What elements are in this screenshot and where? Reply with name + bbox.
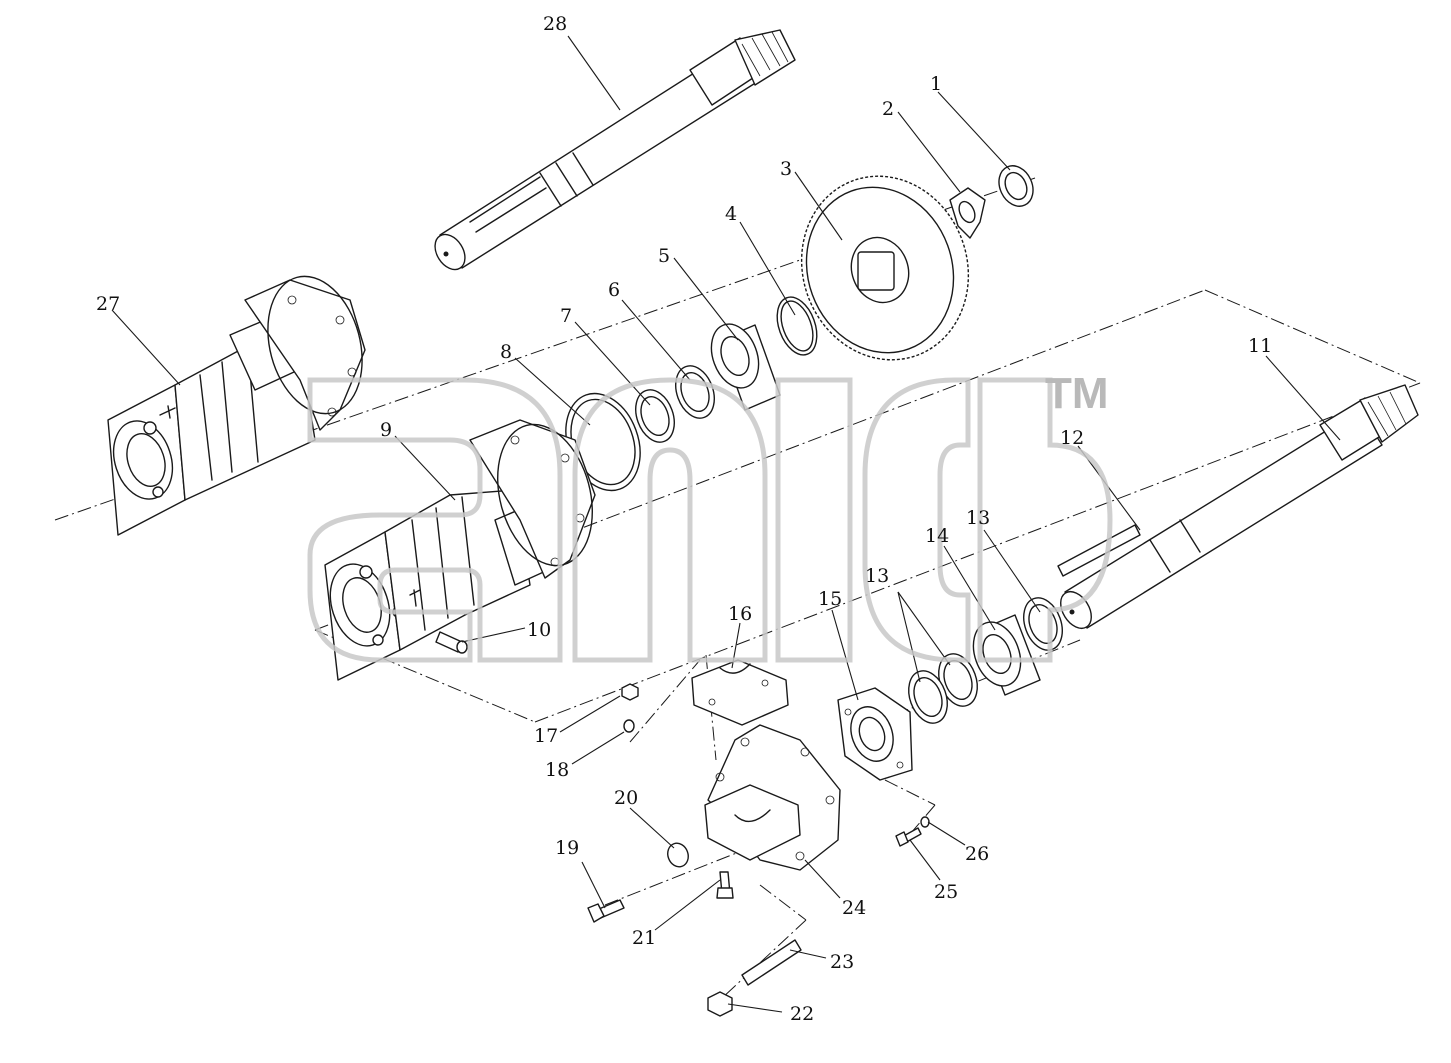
trademark-mark: TM (1045, 369, 1109, 418)
callout-20: 20 (614, 787, 638, 809)
callout-16: 16 (728, 603, 752, 625)
part-2-lock-washer (949, 187, 986, 239)
part-22-nut (707, 991, 733, 1017)
part-15-flange-bearing (837, 687, 913, 781)
housing-9 (324, 419, 596, 681)
part-5-bearing (710, 323, 781, 411)
callout-21: 21 (632, 927, 656, 949)
callout-labels: 1 2 3 4 5 6 7 8 9 10 11 12 13 13 14 15 1… (96, 13, 1272, 1025)
shaft-28 (434, 29, 796, 271)
callout-8: 8 (500, 341, 512, 363)
part-6-ring (675, 365, 715, 419)
part-25-bolt (895, 827, 922, 847)
part-4-circlip (776, 296, 818, 356)
part-20-washer (667, 842, 689, 868)
callout-23: 23 (830, 951, 854, 973)
callout-22: 22 (790, 1003, 814, 1025)
part-1-locknut (998, 165, 1034, 207)
part-14-bearing (972, 614, 1041, 696)
part-24-bracket (704, 724, 841, 871)
callout-2: 2 (882, 98, 894, 120)
housing-27 (107, 275, 366, 536)
callout-13a: 13 (966, 507, 990, 529)
callout-17: 17 (534, 725, 558, 747)
callout-26: 26 (965, 843, 989, 865)
part-13-ring-lower (908, 653, 978, 724)
callout-5: 5 (658, 245, 670, 267)
callout-7: 7 (560, 305, 572, 327)
part-7-ring (635, 389, 675, 443)
part-10-dowel-pin (435, 631, 468, 654)
callout-28: 28 (543, 13, 567, 35)
part-3-gear (800, 175, 970, 361)
callout-13b: 13 (865, 565, 889, 587)
callout-18: 18 (545, 759, 569, 781)
callout-10: 10 (527, 619, 551, 641)
part-19-bolt (587, 899, 625, 923)
callout-4: 4 (725, 203, 737, 225)
callout-12: 12 (1060, 427, 1084, 449)
callout-24: 24 (842, 897, 866, 919)
callout-25: 25 (934, 881, 958, 903)
part-26-washer (920, 816, 930, 828)
watermark-logo: TM (307, 369, 1113, 663)
part-21-bolt (716, 871, 734, 899)
shaft-11 (1060, 384, 1419, 630)
callout-11: 11 (1248, 335, 1272, 357)
part-17-nut (621, 683, 639, 701)
callout-6: 6 (608, 279, 620, 301)
leader-lines (111, 35, 1341, 1013)
callout-27: 27 (96, 293, 120, 315)
callout-14: 14 (925, 525, 949, 547)
callout-1: 1 (930, 73, 942, 95)
callout-19: 19 (555, 837, 579, 859)
callout-3: 3 (780, 158, 792, 180)
part-23-stud (741, 939, 802, 986)
part-16-cap (691, 659, 789, 726)
callout-9: 9 (380, 419, 392, 441)
part-18-washer (623, 719, 635, 733)
callout-15: 15 (818, 588, 842, 610)
